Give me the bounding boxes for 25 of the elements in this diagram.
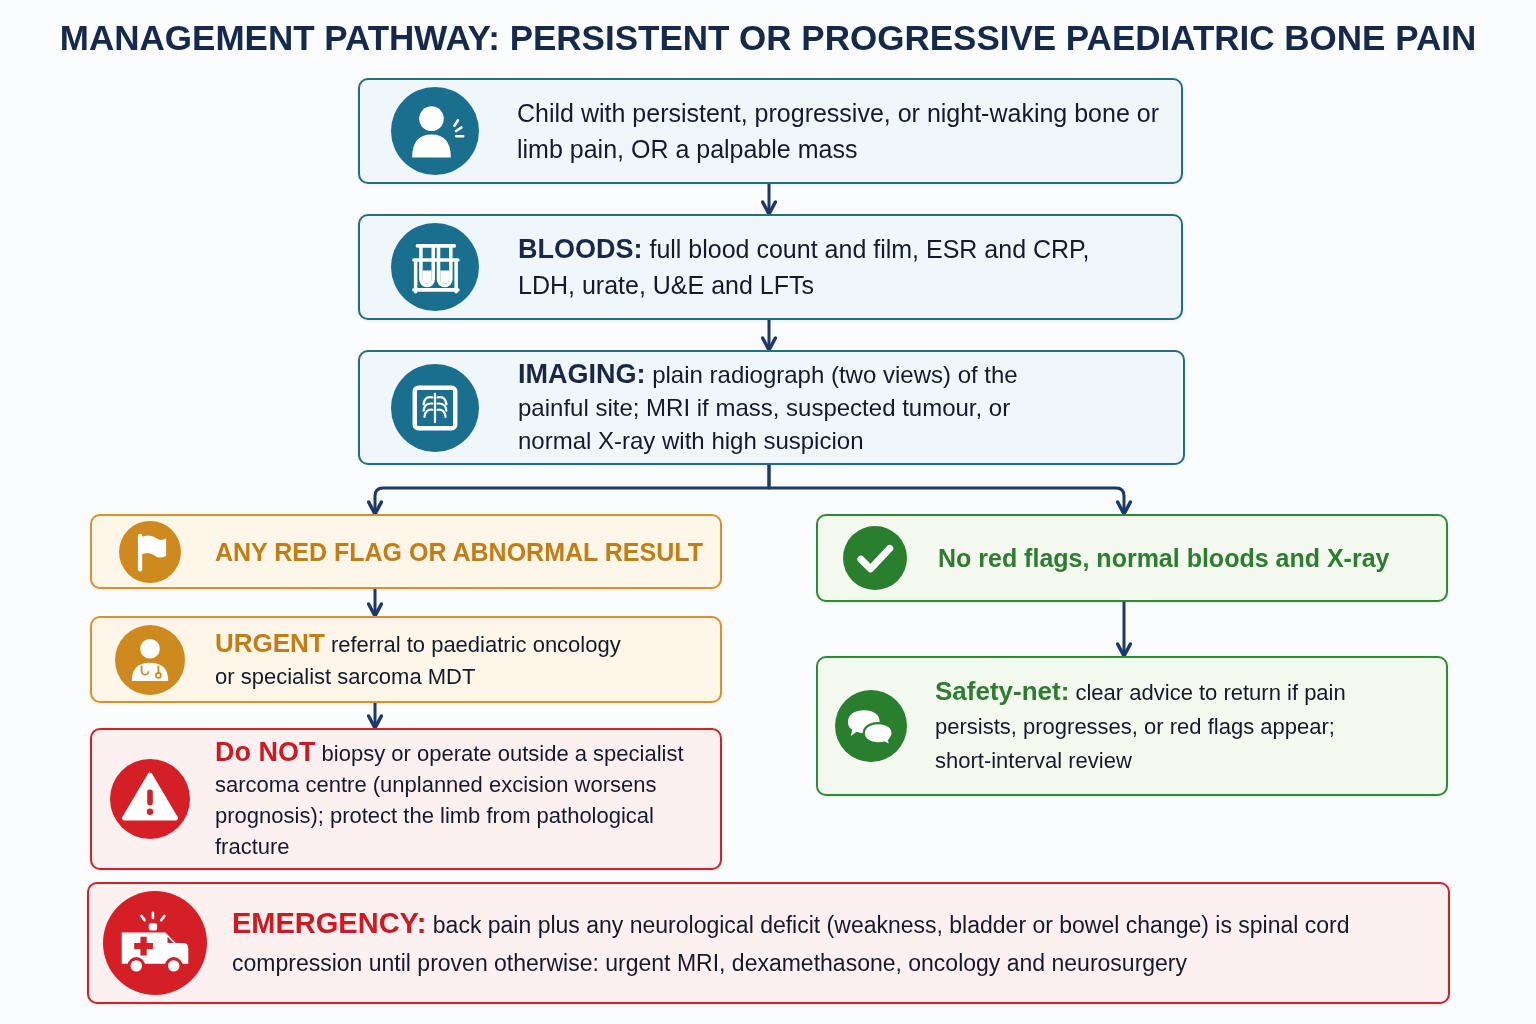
- process-box: [358, 214, 1183, 320]
- process-box: [358, 350, 1185, 465]
- arrow: [767, 465, 1133, 516]
- box-text: EMERGENCY: back pain plus any neurological deficit (weakness, bladder or bowel change) is spinal cord compression until proven otherwise: urgent MRI, dexamethasone, oncology and neurosurgery: [232, 906, 1351, 978]
- box-text: IMAGING: plain radiograph (two views) of the painful site; MRI if mass, suspected tumour, or normal X-ray with high suspicion: [518, 358, 1019, 456]
- box-text: URGENT referral to paediatric oncology or specialist sarcoma MDT: [215, 626, 622, 691]
- process-box: [90, 728, 722, 870]
- arrow: [366, 703, 384, 730]
- box-text: Safety-net: clear advice to return if pain persists, progresses, or red flags appear; short-interval review: [935, 675, 1347, 775]
- process-box: [816, 656, 1448, 796]
- arrow: [1115, 602, 1133, 658]
- process-box: [90, 616, 722, 703]
- process-box: [358, 78, 1183, 184]
- process-box: [87, 882, 1450, 1004]
- arrow: [760, 320, 778, 352]
- process-box: [90, 514, 722, 589]
- arrow: [760, 184, 778, 216]
- box-text: Child with persistent, progressive, or night-waking bone or limb pain, OR a palpable mass: [517, 98, 1160, 165]
- process-box: [816, 514, 1448, 602]
- box-text: BLOODS: full blood count and film, ESR and CRP, LDH, urate, U&E and LFTs: [518, 233, 1091, 301]
- box-heading: No red flags, normal bloods and X-ray: [938, 543, 1390, 573]
- arrow: [366, 589, 384, 618]
- box-heading: ANY RED FLAG OR ABNORMAL RESULT: [215, 536, 703, 567]
- diagram-title: MANAGEMENT PATHWAY: PERSISTENT OR PROGRESSIVE PAEDIATRIC BONE PAIN: [59, 17, 1477, 59]
- box-text: Do NOT biopsy or operate outside a specialist sarcoma centre (unplanned excision worsens prognosis); protect the limb from pathological fracture: [215, 736, 685, 861]
